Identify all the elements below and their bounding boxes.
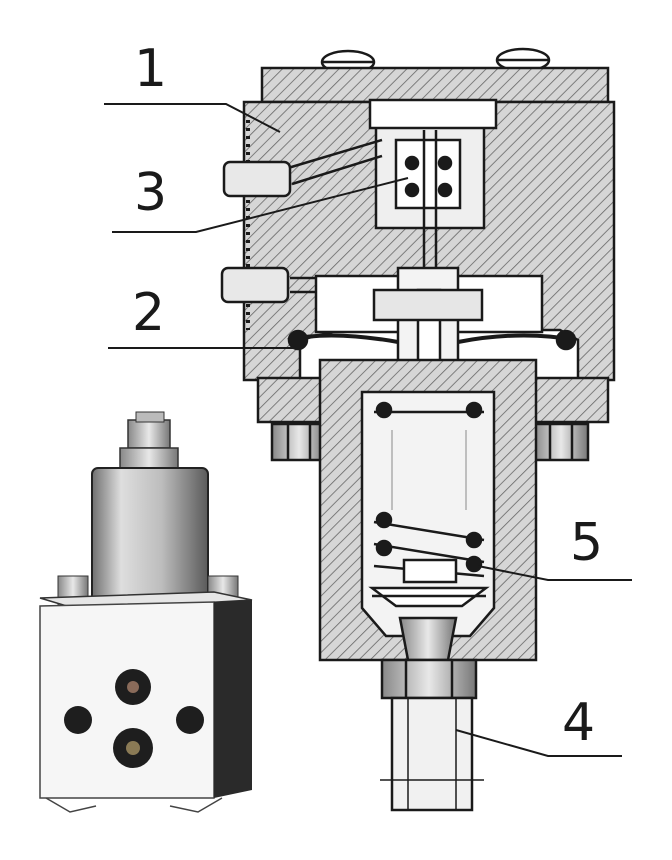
device-photo	[39, 411, 253, 813]
spring-seat	[402, 558, 458, 584]
upper-port-plug	[222, 160, 292, 198]
outlet-pipe	[390, 696, 474, 812]
leader-5	[477, 565, 632, 581]
leader-3	[112, 177, 409, 233]
outlet-nipple	[398, 616, 458, 662]
lower-port-plug	[220, 266, 290, 304]
top-cover	[260, 66, 610, 104]
callout-labels: 1 2 3 4 5	[132, 39, 603, 753]
callout-1: 1	[134, 39, 167, 99]
valve-section	[220, 47, 616, 812]
callout-3: 3	[134, 163, 167, 223]
photo-port-right	[176, 706, 204, 734]
callout-4: 4	[562, 693, 595, 753]
outlet-hex-nut	[380, 658, 478, 700]
callout-5: 5	[570, 513, 603, 573]
photo-cylinder	[91, 467, 209, 609]
callout-2: 2	[132, 283, 165, 343]
leader-lines	[104, 103, 632, 757]
leader-4	[455, 729, 622, 757]
leader-1	[104, 103, 281, 133]
flange-bolts	[270, 422, 590, 462]
photo-top-nut	[127, 419, 171, 449]
photo-port-left	[64, 706, 92, 734]
